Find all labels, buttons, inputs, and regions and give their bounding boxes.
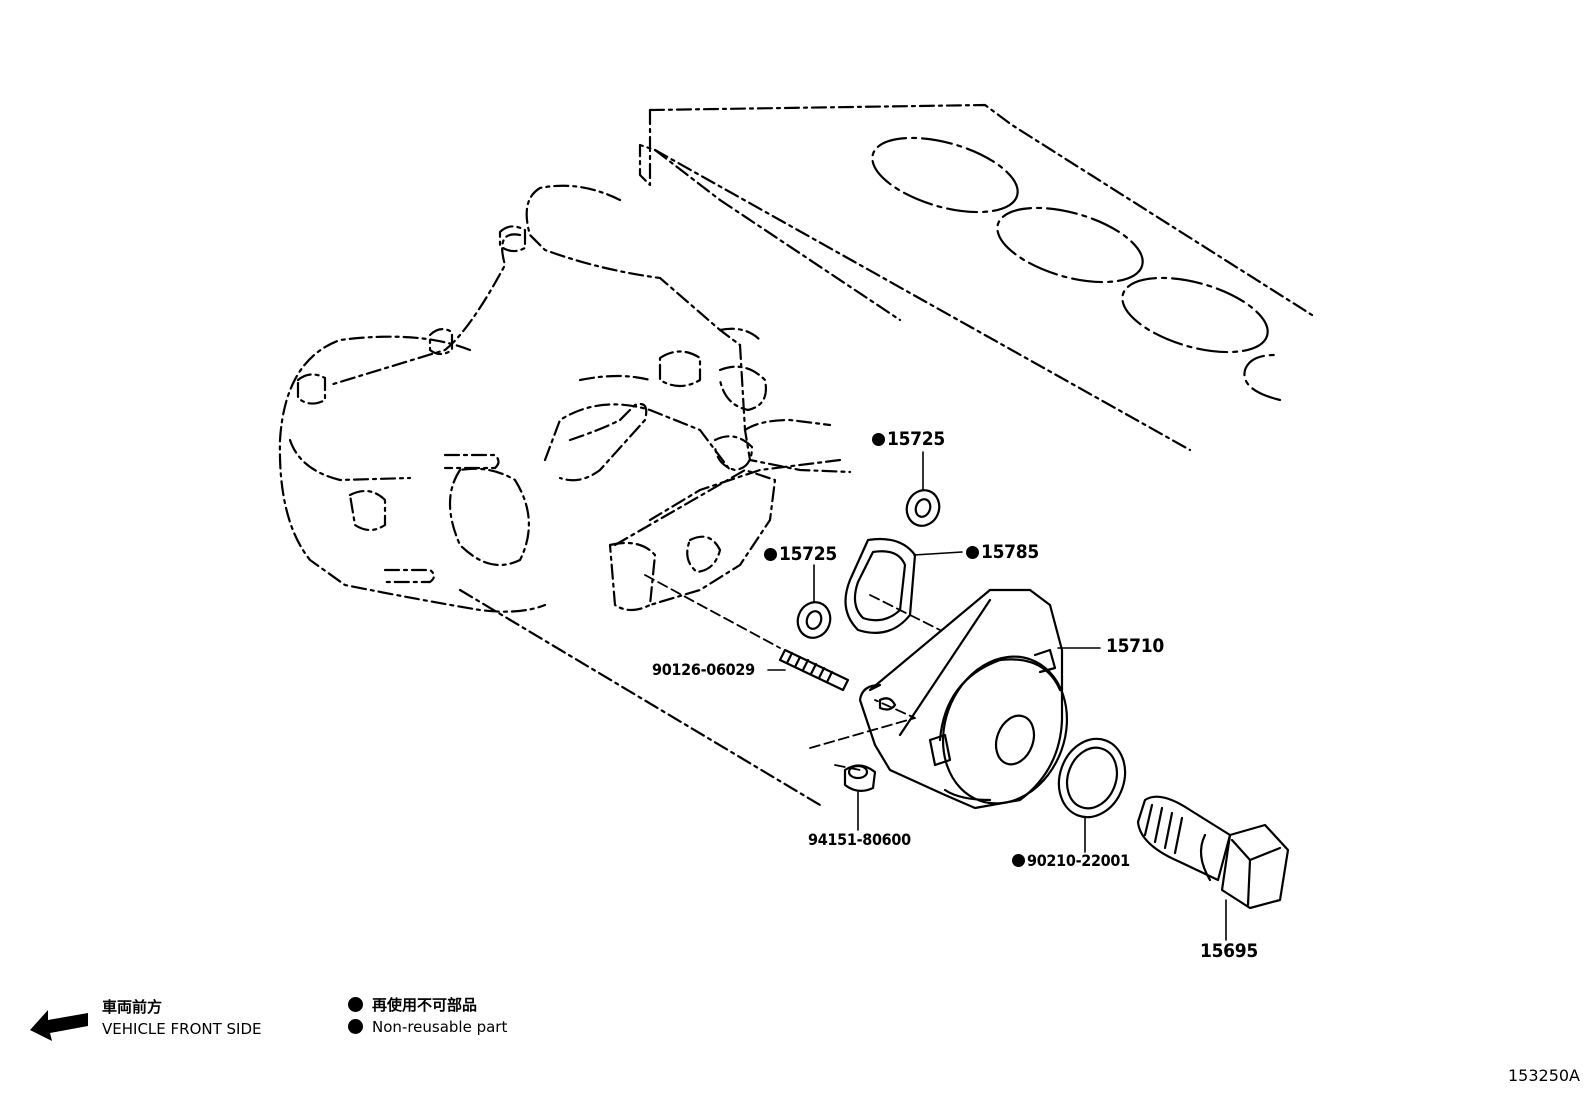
label-gasket: 15785 — [966, 543, 1039, 562]
label-stud: 90126-06029 — [652, 660, 755, 679]
nonreusable-jp-text: 再使用不可部品 — [372, 996, 478, 1014]
direction-en-text: VEHICLE FRONT SIDE — [102, 1020, 262, 1038]
legend-nonreusable: 再使用不可部品 Non-reusable part — [348, 994, 507, 1038]
filled-circle-icon — [1012, 854, 1025, 867]
oil-seal-upper — [905, 489, 941, 527]
gasket — [844, 537, 917, 634]
stud-bolt — [778, 648, 850, 692]
leader-lines — [767, 451, 1227, 941]
oil-seal-middle — [796, 601, 832, 639]
centre-lines — [644, 574, 941, 771]
filled-circle-icon — [966, 546, 979, 559]
arrow-left-icon — [30, 1010, 88, 1041]
label-seal-middle: 15725 — [764, 545, 837, 564]
label-bolt: 15695 — [1200, 940, 1258, 962]
union-bolt — [1136, 795, 1290, 910]
label-seal-upper: 15725 — [872, 430, 945, 449]
o-ring — [1057, 737, 1127, 819]
figure-id: 153250A — [1507, 1066, 1580, 1085]
filled-circle-icon — [872, 433, 885, 446]
nonreusable-en-text: Non-reusable part — [372, 1018, 508, 1036]
label-cover: 15710 — [1106, 635, 1164, 657]
direction-jp-text: 車両前方 — [102, 998, 163, 1016]
oil-filter-cover — [858, 588, 1069, 810]
cylinder-bores — [871, 136, 1282, 402]
nut — [843, 764, 877, 792]
filled-circle-icon — [764, 548, 777, 561]
label-nut: 94151-80600 — [808, 830, 911, 849]
filled-circle-icon — [348, 997, 363, 1012]
label-oring: 90210-22001 — [1012, 853, 1130, 869]
legend-vehicle-front: 車両前方 VEHICLE FRONT SIDE — [102, 996, 262, 1040]
filled-circle-icon — [348, 1019, 363, 1034]
engine-block — [278, 103, 1314, 807]
